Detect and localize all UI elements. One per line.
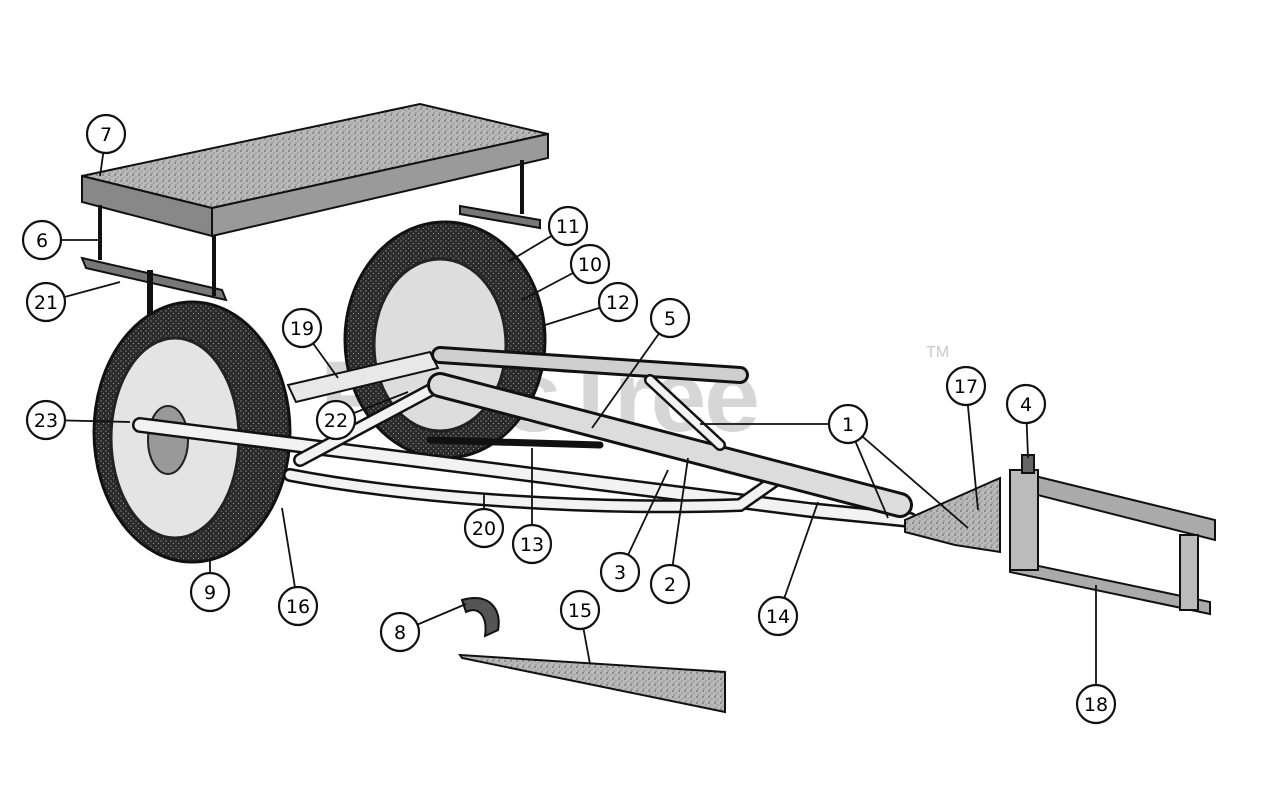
callout-19: 19 [281, 307, 323, 349]
callout-9: 9 [189, 571, 231, 613]
callout-circle [1005, 383, 1047, 425]
callout-label: 8 [394, 622, 406, 644]
callout-label: 23 [34, 410, 58, 432]
callout-23: 23 [25, 399, 67, 441]
callout-circle [649, 297, 691, 339]
callout-circle [21, 219, 63, 261]
callout-circle [25, 399, 67, 441]
leader-line-17 [965, 385, 979, 511]
callout-label: 21 [34, 292, 58, 314]
callout-label: 18 [1084, 694, 1108, 716]
callout-circle [277, 585, 319, 627]
callout-circle [511, 523, 553, 565]
callout-label: 11 [556, 216, 580, 238]
callout-circle [85, 113, 127, 155]
callout-circle [547, 205, 589, 247]
callout-8: 8 [379, 611, 421, 653]
callout-label: 17 [954, 376, 978, 398]
leader-line-1-3 [847, 423, 969, 529]
callout-label: 3 [614, 562, 626, 584]
callout-16: 16 [277, 585, 319, 627]
callout-1: 1 [827, 403, 869, 445]
callout-17: 17 [945, 365, 987, 407]
callout-label: 5 [664, 308, 676, 330]
callout-label: 2 [664, 574, 676, 596]
callout-label: 7 [100, 124, 112, 146]
callout-circle [559, 589, 601, 631]
watermark-trademark: TM [926, 344, 950, 361]
callout-13: 13 [511, 523, 553, 565]
callout-label: 22 [324, 410, 348, 432]
callout-7: 7 [85, 113, 127, 155]
callout-22: 22 [315, 399, 357, 441]
seat-platform [81, 102, 549, 238]
callout-circle [597, 281, 639, 323]
callout-circle [463, 507, 505, 549]
callout-circle [649, 563, 691, 605]
callout-circle [945, 365, 987, 407]
axle [286, 350, 440, 404]
callout-circle [25, 281, 67, 323]
callout-label: 12 [606, 292, 630, 314]
callout-label: 15 [568, 600, 592, 622]
callout-11: 11 [547, 205, 589, 247]
callout-label: 4 [1020, 394, 1032, 416]
callout-label: 1 [842, 414, 854, 436]
callout-label: 19 [290, 318, 314, 340]
callout-14: 14 [757, 595, 799, 637]
callout-18: 18 [1075, 683, 1117, 725]
leader-line-5 [591, 317, 671, 429]
frame [132, 346, 918, 528]
callout-12: 12 [597, 281, 639, 323]
callout-label: 20 [472, 518, 496, 540]
callout-label: 10 [578, 254, 602, 276]
callout-label: 6 [36, 230, 48, 252]
callout-2: 2 [649, 563, 691, 605]
callout-circle [569, 243, 611, 285]
callout-label: 16 [286, 596, 310, 618]
callout-label: 13 [520, 534, 544, 556]
callout-circle [281, 307, 323, 349]
callout-circle [379, 611, 421, 653]
callout-3: 3 [599, 551, 641, 593]
leader-line-14 [777, 501, 819, 617]
callout-20: 20 [463, 507, 505, 549]
callout-10: 10 [569, 243, 611, 285]
callout-circle [1075, 683, 1117, 725]
hitch-frame [1009, 454, 1216, 616]
callout-circle [827, 403, 869, 445]
callout-circle [189, 571, 231, 613]
callout-5: 5 [649, 297, 691, 339]
loose-parts [458, 597, 726, 714]
callout-label: 9 [204, 582, 216, 604]
callout-21: 21 [25, 281, 67, 323]
leader-line-2 [669, 457, 689, 585]
callout-label: 14 [766, 606, 790, 628]
callout-4: 4 [1005, 383, 1047, 425]
callout-circle [757, 595, 799, 637]
callout-15: 15 [559, 589, 601, 631]
callout-circle [599, 551, 641, 593]
callout-circle [315, 399, 357, 441]
callout-6: 6 [21, 219, 63, 261]
